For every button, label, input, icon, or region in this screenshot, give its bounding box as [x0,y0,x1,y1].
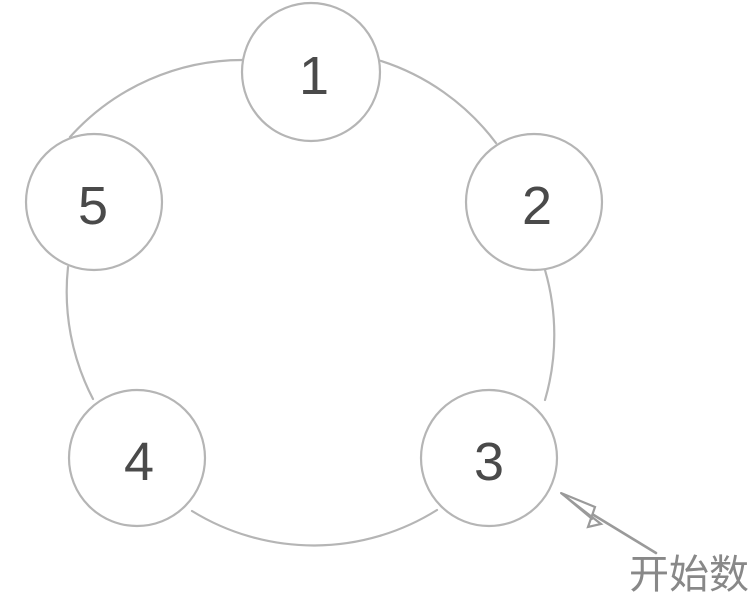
edge-2-to-3 [543,268,556,402]
node-3[interactable]: 3 [419,388,559,528]
edge-3-to-4 [190,508,439,547]
node-4[interactable]: 4 [67,388,207,528]
node-3-circle[interactable] [419,388,559,528]
node-4-circle[interactable] [67,388,207,528]
node-5-label: 5 [78,176,108,236]
ring-edges [65,58,556,547]
annotation-label: 开始数 [629,552,749,598]
node-4-label: 4 [124,432,154,492]
arrow-head-crease [560,492,593,520]
edge-4-to-5 [65,265,95,401]
node-5-circle[interactable] [24,132,164,272]
node-2-label: 2 [522,176,552,236]
node-3-label: 3 [474,432,504,492]
node-5[interactable]: 5 [24,132,164,272]
arrow-shaft [590,512,658,555]
edge-5-to-1 [68,58,247,139]
node-2-circle[interactable] [464,132,604,272]
annotation-arrow [560,491,658,555]
edge-1-to-2 [376,58,498,145]
ring-nodes: 1 2 3 4 5 [24,1,604,528]
node-2[interactable]: 2 [464,132,604,272]
node-1[interactable]: 1 [240,1,382,143]
node-1-circle[interactable] [240,1,382,143]
node-1-label: 1 [299,46,329,106]
